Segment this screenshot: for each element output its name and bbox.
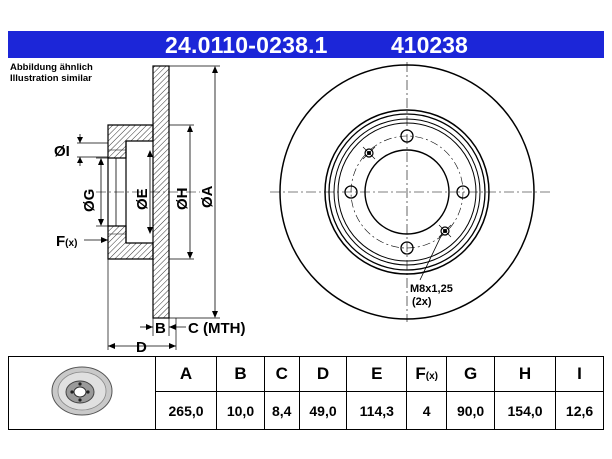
front-view [270, 62, 550, 322]
header-f-main: F [415, 364, 426, 384]
dim-label-d: D [136, 339, 147, 356]
header-a: A [154, 355, 218, 393]
header-b: B [216, 355, 265, 393]
dim-label-i: ØI [54, 143, 70, 160]
value-h: 154,0 [494, 391, 557, 430]
value-g: 90,0 [446, 391, 496, 430]
header-g: G [446, 355, 496, 393]
spec-table: A B C D E F(x) G H I 265,0 10,0 8,4 49,0… [8, 355, 604, 430]
value-f: 4 [406, 391, 448, 430]
dim-label-f-main: F [56, 233, 65, 250]
value-a: 265,0 [154, 391, 218, 430]
dim-label-b: B [155, 320, 166, 337]
value-d: 49,0 [298, 391, 348, 430]
dim-label-c: C (MTH) [188, 320, 245, 337]
value-e: 114,3 [346, 391, 408, 430]
header-d: D [298, 355, 348, 393]
thread-count-label: (2x) [412, 296, 432, 308]
spec-value-row: 265,0 10,0 8,4 49,0 114,3 4 90,0 154,0 1… [9, 391, 604, 430]
technical-drawing: ØI ØG ØE ØH ØA F(x) B C (MTH) D M8x1,25 … [54, 62, 550, 356]
thread-label: M8x1,25 [410, 283, 453, 295]
article-number: 410238 [391, 32, 468, 58]
dim-label-a: ØA [199, 185, 216, 208]
header-c: C [263, 355, 300, 393]
header-h: H [494, 355, 557, 393]
header-i: I [555, 355, 604, 393]
spec-header-row: A B C D E F(x) G H I [8, 355, 604, 430]
dim-label-e: ØE [134, 188, 151, 210]
header-f: F(x) [406, 355, 448, 393]
title-bar: 24.0110-0238.1 410238 [8, 31, 604, 58]
illustration-note: Abbildung ähnlich Illustration similar [10, 62, 93, 84]
side-section-view [77, 65, 220, 350]
value-b: 10,0 [216, 391, 265, 430]
thumbnail-cell [8, 356, 156, 430]
dim-label-f: F(x) [56, 233, 77, 250]
value-i: 12,6 [555, 391, 604, 430]
dim-label-h: ØH [174, 188, 191, 211]
note-line-en: Illustration similar [10, 73, 92, 84]
value-c: 8,4 [263, 391, 300, 430]
note-line-de: Abbildung ähnlich [10, 62, 93, 73]
header-e: E [346, 355, 408, 393]
dim-label-g: ØG [81, 189, 98, 212]
part-number: 24.0110-0238.1 [165, 32, 328, 58]
dim-label-f-sub: (x) [65, 238, 77, 249]
brake-disc-thumbnail-icon [51, 366, 113, 415]
header-f-sub: (x) [425, 371, 438, 383]
